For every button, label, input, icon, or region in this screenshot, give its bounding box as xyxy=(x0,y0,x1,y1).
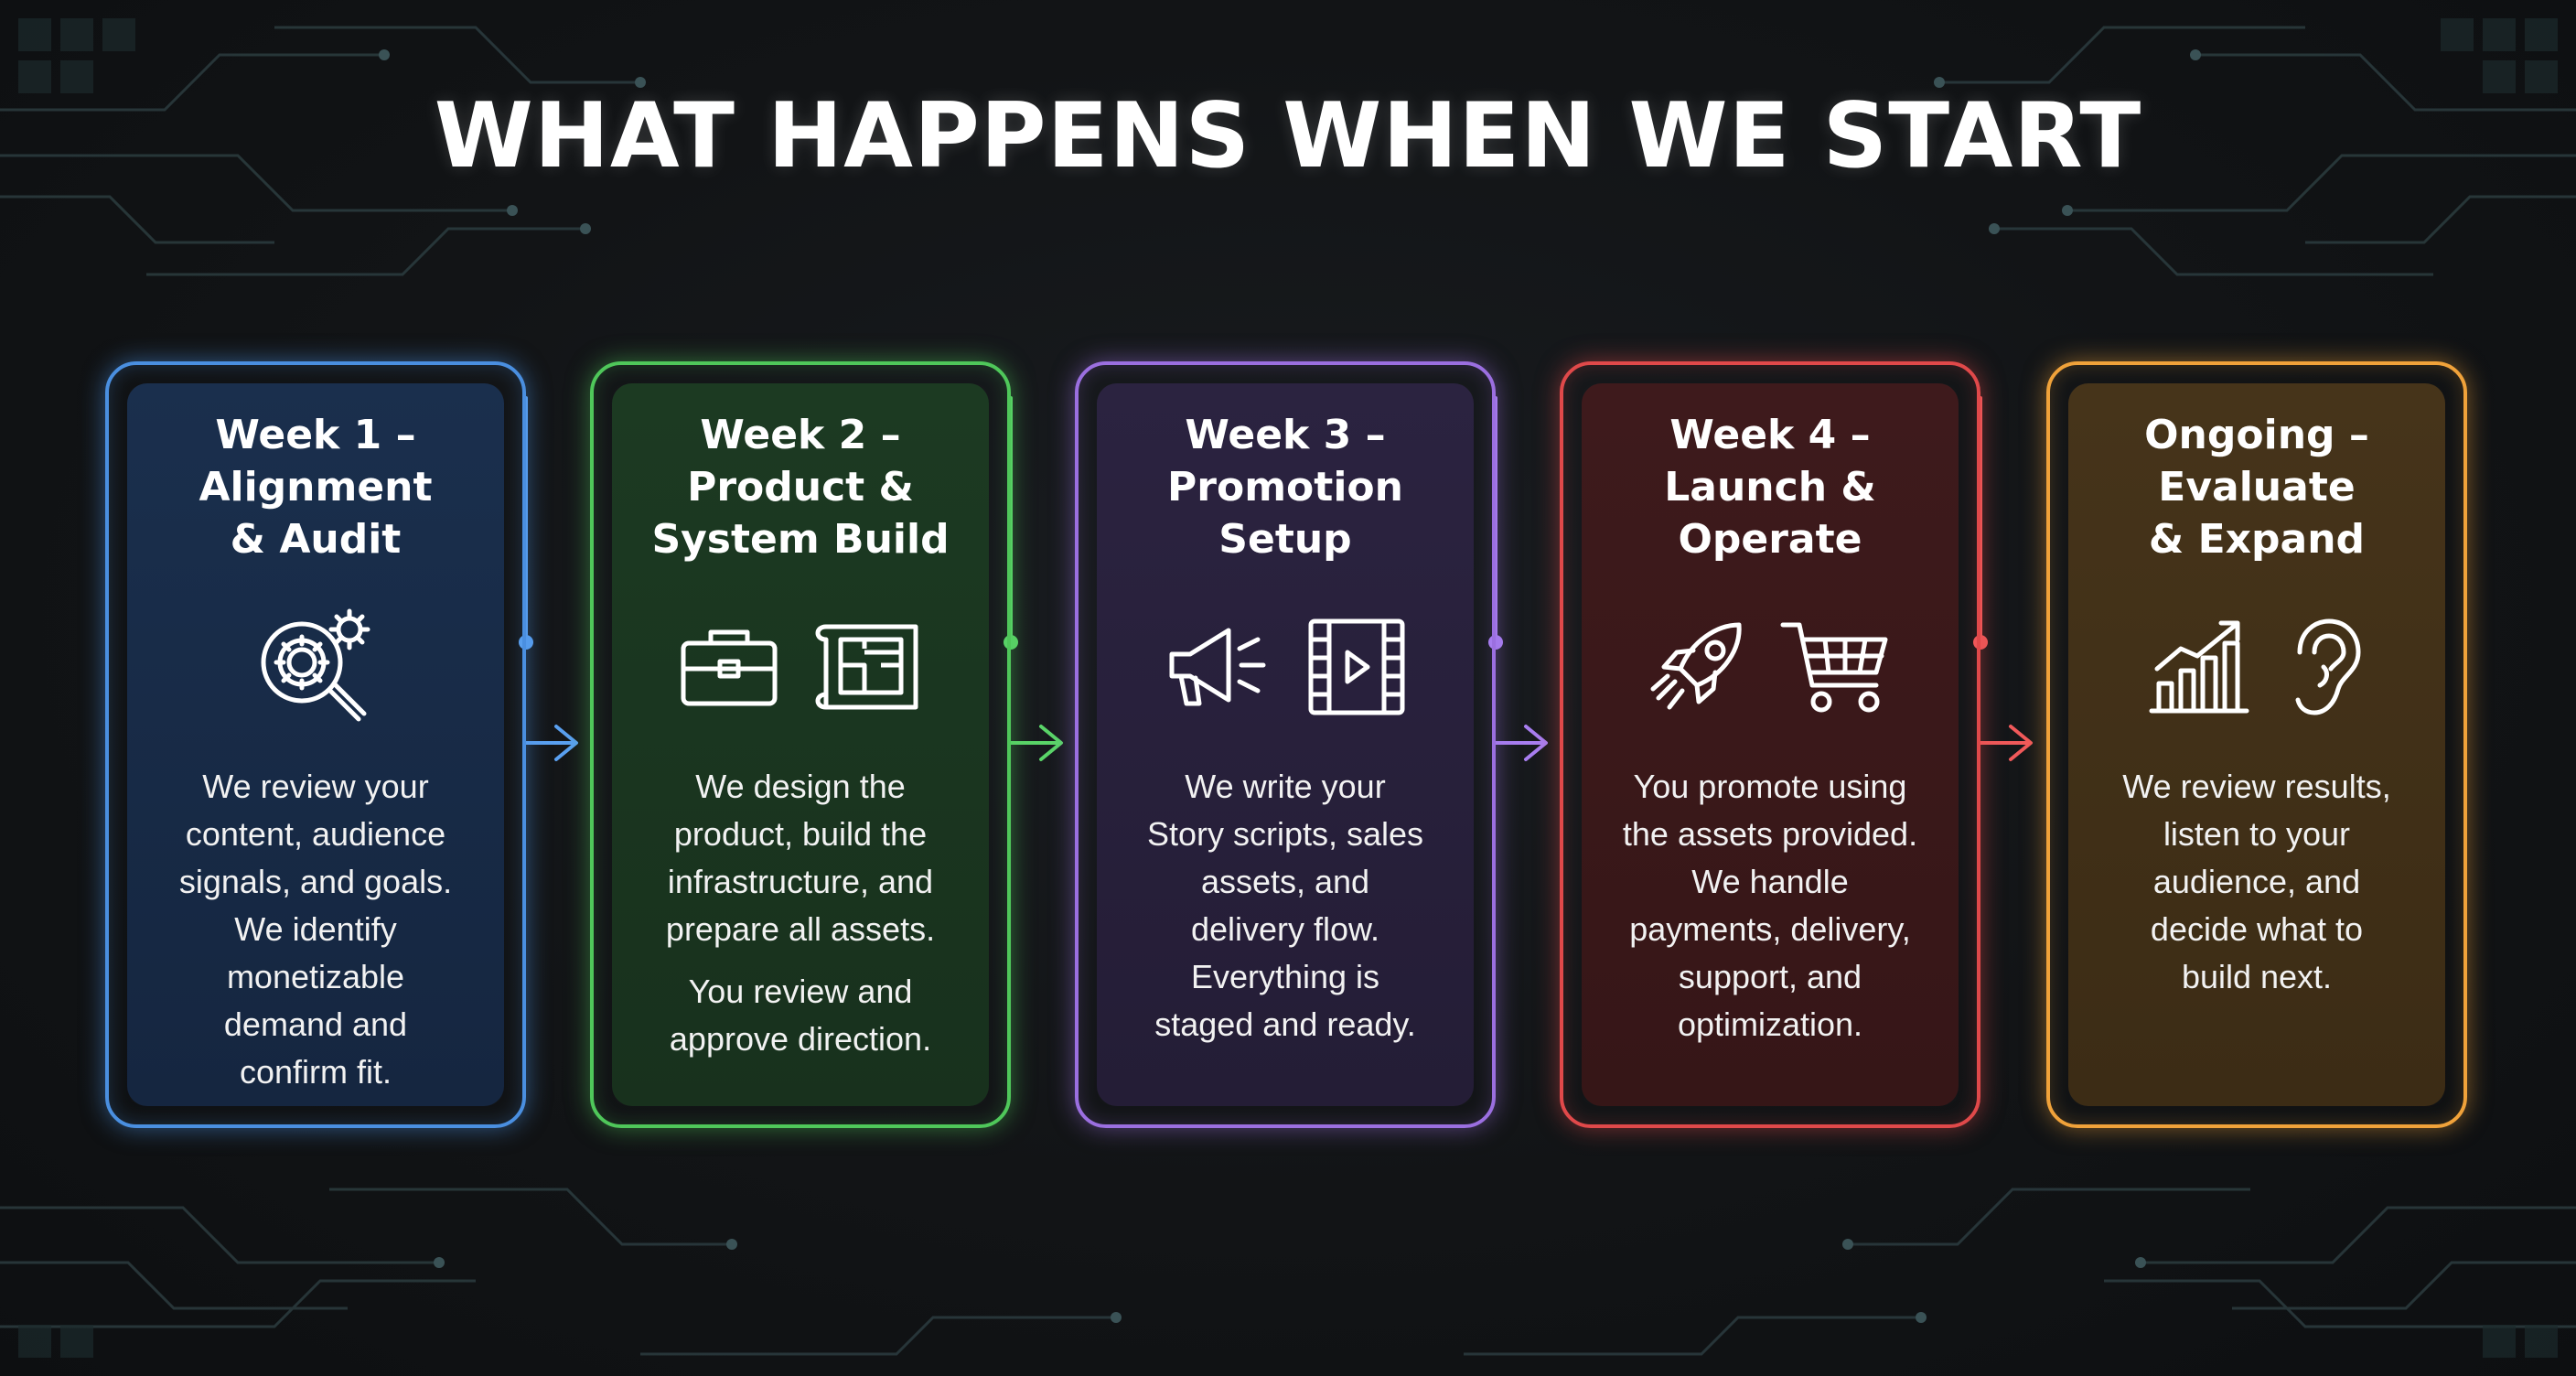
card-text-line: audience, and xyxy=(2152,863,2361,900)
card-icons xyxy=(2050,598,2463,736)
card-description: We design the product, build the infrast… xyxy=(606,763,994,1063)
paragraph-gap xyxy=(606,953,994,968)
card-text-line: approve direction. xyxy=(669,1020,932,1058)
card-title-line: Week 1 – xyxy=(215,412,416,458)
card-text-line: delivery flow. xyxy=(1190,910,1380,948)
video-film-icon xyxy=(1308,618,1405,715)
card-title-line: Week 4 – xyxy=(1669,412,1871,458)
card-title-line: Week 3 – xyxy=(1185,412,1386,458)
gear-magnifier-icon xyxy=(261,608,370,722)
card-text-line: You review and xyxy=(688,973,913,1010)
card-title: Week 4 – Launch & Operate xyxy=(1563,409,1977,565)
card-title-line: Product & xyxy=(687,464,914,511)
card-description: We write your Story scripts, sales asset… xyxy=(1091,763,1479,1048)
card-title-line: Promotion xyxy=(1167,464,1403,511)
card-text-line: We design the xyxy=(695,768,906,805)
card-text-line: Everything is xyxy=(1190,958,1380,995)
blueprint-icon xyxy=(815,624,918,710)
step-card-week-1: Week 1 – Alignment & Audit We review you… xyxy=(105,361,526,1128)
card-title-line: Ongoing – xyxy=(2144,412,2369,458)
card-title-line: Alignment xyxy=(199,464,433,511)
card-icons xyxy=(109,598,522,736)
step-card-week-2: Week 2 – Product & System Build We desig… xyxy=(590,361,1011,1128)
card-text-line: monetizable xyxy=(226,958,405,995)
card-icons xyxy=(1563,598,1977,736)
card-text-line: content, audience xyxy=(185,815,446,853)
card-text-line: product, build the xyxy=(673,815,928,853)
card-title-line: & Expand xyxy=(2148,516,2366,563)
card-text-line: listen to your xyxy=(2163,815,2351,853)
card-title-line: System Build xyxy=(651,516,950,563)
card-text-line: demand and xyxy=(223,1005,408,1043)
card-description: We review results, listen to your audien… xyxy=(2063,763,2451,1001)
card-text-line: staged and ready. xyxy=(1154,1005,1416,1043)
card-title: Week 1 – Alignment & Audit xyxy=(109,409,522,565)
card-text-line: We write your xyxy=(1185,768,1386,805)
rocket-icon xyxy=(1650,622,1742,710)
card-title: Week 2 – Product & System Build xyxy=(594,409,1007,565)
card-text-line: payments, delivery, xyxy=(1629,910,1911,948)
card-text-line: Story scripts, sales xyxy=(1146,815,1424,853)
toolbox-icon xyxy=(681,629,778,706)
card-title-line: Operate xyxy=(1678,516,1862,563)
card-text-line: support, and xyxy=(1678,958,1862,995)
card-panel xyxy=(127,383,504,1106)
step-card-ongoing: Ongoing – Evaluate & Expand We review re… xyxy=(2046,361,2467,1128)
card-title-line: Setup xyxy=(1218,516,1352,563)
card-title-line: Week 2 – xyxy=(700,412,901,458)
card-icons xyxy=(1079,598,1492,736)
card-description: You promote using the assets provided. W… xyxy=(1576,763,1964,1048)
card-text-line: infrastructure, and xyxy=(667,863,934,900)
step-card-week-3: Week 3 – Promotion Setup We write your S… xyxy=(1075,361,1496,1128)
card-text-line: prepare all assets. xyxy=(665,910,936,948)
card-text-line: confirm fit. xyxy=(239,1053,392,1091)
card-panel xyxy=(1097,383,1474,1106)
card-text-line: the assets provided. xyxy=(1622,815,1918,853)
card-panel xyxy=(612,383,989,1106)
card-text-line: build next. xyxy=(2181,958,2333,995)
shopping-cart-icon xyxy=(1780,622,1888,713)
card-text-line: We identify xyxy=(234,910,397,948)
page-title: WHAT HAPPENS WHEN WE START xyxy=(434,84,2142,188)
card-description: We review your content, audience signals… xyxy=(122,763,510,1096)
ear-icon xyxy=(2295,618,2361,715)
growth-chart-icon xyxy=(2149,620,2249,714)
card-text-line: We review your xyxy=(202,768,429,805)
card-panel xyxy=(1582,383,1959,1106)
card-text-line: optimization. xyxy=(1677,1005,1863,1043)
card-text-line: We review results, xyxy=(2122,768,2391,805)
card-icons xyxy=(594,598,1007,736)
card-title-line: Evaluate xyxy=(2158,464,2356,511)
card-text-line: signals, and goals. xyxy=(178,863,453,900)
card-title-line: & Audit xyxy=(230,516,402,563)
card-title: Week 3 – Promotion Setup xyxy=(1079,409,1492,565)
step-card-week-4: Week 4 – Launch & Operate You promote us… xyxy=(1560,361,1980,1128)
card-panel xyxy=(2068,383,2445,1106)
card-text-line: You promote using xyxy=(1633,768,1907,805)
card-title-line: Launch & xyxy=(1664,464,1876,511)
card-text-line: decide what to xyxy=(2150,910,2364,948)
card-text-line: We handle xyxy=(1691,863,1849,900)
megaphone-icon xyxy=(1169,628,1266,706)
card-title: Ongoing – Evaluate & Expand xyxy=(2050,409,2463,565)
card-text-line: assets, and xyxy=(1200,863,1370,900)
